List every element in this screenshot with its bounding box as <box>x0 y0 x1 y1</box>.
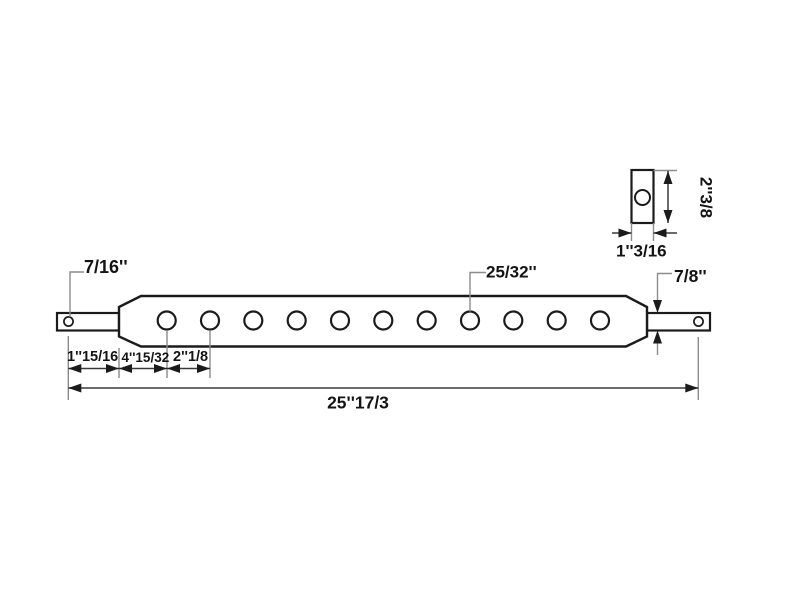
arrow-section-height-bottom <box>663 210 673 223</box>
arrow-tab-height-top <box>653 300 662 313</box>
arrow-seg3-left <box>167 364 180 373</box>
main-hole-8 <box>459 310 481 331</box>
main-hole-1 <box>156 310 177 331</box>
label-hole-spacing: 2''1/8 <box>173 349 208 365</box>
main-hole-11 <box>589 310 611 331</box>
arrow-seg2-left <box>119 364 132 373</box>
arrow-tab-height-bottom <box>653 330 662 344</box>
arrow-overall-left <box>68 383 82 393</box>
main-hole-3 <box>243 310 264 331</box>
leader-main-hole <box>469 271 486 312</box>
main-hole-2 <box>199 310 221 331</box>
arrow-section-height-top <box>663 171 673 184</box>
label-main-hole-diameter: 25/32'' <box>486 263 537 282</box>
arrow-seg1-left <box>68 364 82 373</box>
label-overall-length: 25''17/3 <box>327 393 389 413</box>
cross-section-hole <box>634 189 651 206</box>
arrow-section-width-right <box>653 228 667 238</box>
right-pin-hole <box>693 316 704 327</box>
arrow-seg2-right <box>154 364 167 373</box>
main-hole-9 <box>503 310 524 331</box>
arrow-overall-right <box>685 383 699 393</box>
main-hole-5 <box>329 310 351 331</box>
leader-left-pin-hole <box>69 271 84 317</box>
labels-group: 7/16'' 25/32'' 7/8'' 2''3/8 1''3/16 1''1… <box>67 177 716 413</box>
arrow-section-width-left <box>618 228 632 238</box>
label-section-height: 2''3/8 <box>697 177 716 218</box>
main-hole-7 <box>416 310 437 331</box>
arrow-seg3-right <box>197 364 210 373</box>
left-pin-hole <box>63 316 74 327</box>
arrow-seg1-right <box>106 364 119 373</box>
main-hole-6 <box>373 310 394 331</box>
label-section-width: 1''3/16 <box>616 242 667 261</box>
arrowheads-group <box>68 171 699 393</box>
label-body-to-first-hole: 4''15/32 <box>122 350 170 365</box>
leader-tab-height-top <box>656 272 672 301</box>
part-outline-group <box>55 168 712 348</box>
main-hole-10 <box>546 310 567 331</box>
label-end-to-body-length: 1''15/16 <box>67 349 118 365</box>
label-left-pin-hole-diameter: 7/16'' <box>84 257 128 277</box>
main-holes-group <box>156 310 611 331</box>
extension-lines-group <box>67 169 699 400</box>
main-hole-4 <box>286 310 307 331</box>
label-end-tab-height: 7/8'' <box>674 266 707 286</box>
